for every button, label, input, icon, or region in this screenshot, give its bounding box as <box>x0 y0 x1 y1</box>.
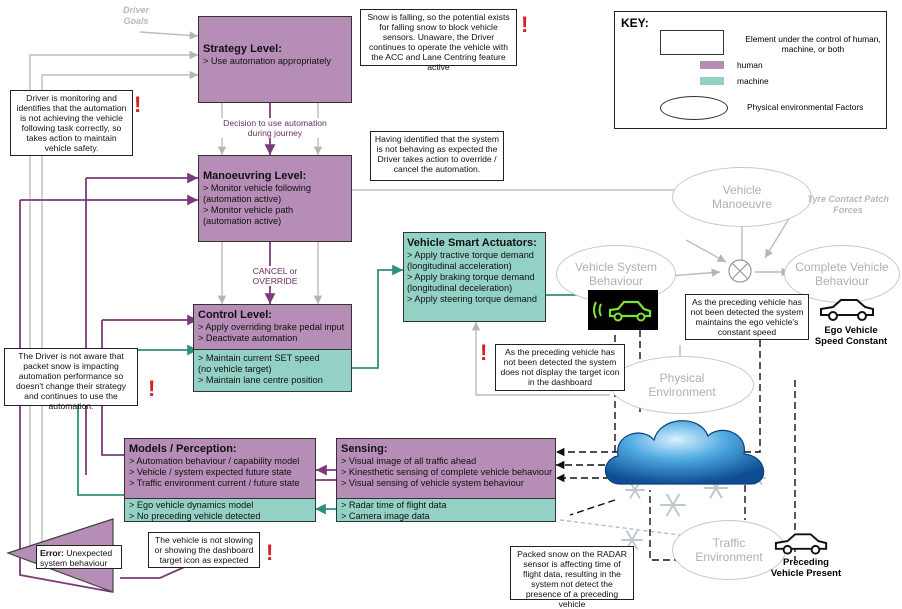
summing-junction-icon <box>728 259 752 283</box>
sensing-human-box: Sensing: > Visual image of all traffic a… <box>336 438 556 498</box>
models-machine-line: > No preceding vehicle detected <box>129 511 261 521</box>
alert-icon: ! <box>266 540 274 565</box>
car-outline-icon <box>774 533 828 555</box>
alert-icon: ! <box>134 92 142 117</box>
alert-icon: ! <box>521 12 529 37</box>
control-machine-line: > Maintain current SET speed <box>198 353 320 363</box>
models-line: > Automation behaviour / capability mode… <box>129 456 300 466</box>
key-machine-label: machine <box>737 76 769 86</box>
sensing-machine-box: > Radar time of flight data > Camera ima… <box>336 498 556 522</box>
strategy-title: Strategy Level: <box>203 43 282 55</box>
models-title: Models / Perception: <box>129 443 237 455</box>
manoeuvring-line: (automation active) <box>203 194 282 204</box>
tyre-contact-patch-forces-label: Tyre Contact Patch Forces <box>807 194 889 215</box>
callout-override: Having identified that the system is not… <box>370 131 504 181</box>
sensing-line: > Kinesthetic sensing of complete vehicl… <box>341 467 553 477</box>
physical-environment-ellipse: Physical Environment <box>610 356 754 414</box>
complete-vehicle-behaviour-ellipse: Complete Vehicle Behaviour <box>784 245 900 303</box>
manoeuvring-title: Manoeuvring Level: <box>203 170 307 182</box>
manoeuvring-line: (automation active) <box>203 216 282 226</box>
control-machine-line: > Maintain lane centre position <box>198 375 323 385</box>
sensing-title: Sensing: <box>341 443 388 455</box>
callout-no-target-icon: As the preceding vehicle has not been de… <box>495 344 625 391</box>
error-box: Error: Unexpected system behaviour <box>36 545 122 569</box>
callout-not-aware: The Driver is not aware that packet snow… <box>4 348 138 411</box>
sensing-machine-line: > Radar time of flight data <box>341 500 447 510</box>
cancel-override-label: CANCEL or OVERRIDE <box>240 266 310 286</box>
actuators-line: > Apply tractive torque demand <box>407 250 534 260</box>
control-line: > Deactivate automation <box>198 333 298 343</box>
error-title: Error: <box>40 548 64 558</box>
preceding-vehicle-label: Preceding Vehicle Present <box>770 557 842 579</box>
traffic-environment-ellipse: Traffic Environment <box>672 520 786 580</box>
strategy-line: > Use automation appropriately <box>203 56 331 66</box>
actuators-line: (longitudinal deceleration) <box>407 283 513 293</box>
manoeuvring-line: > Monitor vehicle following <box>203 183 312 193</box>
manoeuvring-level-box: Manoeuvring Level: > Monitor vehicle fol… <box>198 155 352 242</box>
key-factor-swatch <box>660 96 728 120</box>
vehicle-manoeuvre-ellipse: Vehicle Manoeuvre <box>672 167 812 227</box>
key-human-label: human <box>737 60 763 70</box>
control-line: > Apply overriding brake pedal input <box>198 322 345 332</box>
models-line: > Traffic environment current / future s… <box>129 478 300 488</box>
ego-vehicle-label: Ego Vehicle Speed Constant <box>814 325 888 347</box>
sensing-machine-line: > Camera image data <box>341 511 430 521</box>
models-line: > Vehicle / system expected future state <box>129 467 292 477</box>
key-machine-swatch <box>700 77 724 85</box>
sensing-line: > Visual image of all traffic ahead <box>341 456 477 466</box>
driver-goals-label: Driver Goals <box>122 5 149 26</box>
key-element-label: Element under the control of human, mach… <box>745 34 881 54</box>
key-human-swatch <box>700 61 724 69</box>
sensing-line: > Visual sensing of vehicle system behav… <box>341 478 524 488</box>
control-level-machine-box: > Maintain current SET speed (no vehicle… <box>193 349 352 392</box>
key-factors-label: Physical environmental Factors <box>747 102 864 112</box>
models-machine-line: > Ego vehicle dynamics model <box>129 500 254 510</box>
car-outline-icon <box>820 299 874 321</box>
vehicle-smart-actuators-box: Vehicle Smart Actuators: > Apply tractiv… <box>403 232 546 322</box>
actuators-line: > Apply braking torque demand <box>407 272 535 282</box>
actuators-line: (longitudinal acceleration) <box>407 261 512 271</box>
actuators-line: > Apply steering torque demand <box>407 294 537 304</box>
error-text: Unexpected system behaviour <box>40 548 113 568</box>
callout-snow: Snow is falling, so the potential exists… <box>360 9 517 72</box>
control-level-human-box: Control Level: > Apply overriding brake … <box>193 304 352 349</box>
cloud-icon <box>604 420 765 485</box>
key-legend: KEY: Element under the control of human,… <box>614 11 887 129</box>
key-title: KEY: <box>621 16 649 30</box>
alert-icon: ! <box>480 340 488 365</box>
callout-driver-monitoring: Driver is monitoring and identifies that… <box>10 90 133 156</box>
callout-packed-snow: Packed snow on the RADAR sensor is affec… <box>510 546 634 609</box>
strategy-level-box: Strategy Level: > Use automation appropr… <box>198 16 352 103</box>
manoeuvring-line: > Monitor vehicle path <box>203 205 294 215</box>
dashboard-display <box>588 290 658 330</box>
control-machine-line: (no vehicle target) <box>198 364 272 374</box>
callout-constant-speed: As the preceding vehicle has not been de… <box>685 294 809 340</box>
control-title: Control Level: <box>198 309 272 321</box>
models-perception-machine-box: > Ego vehicle dynamics model > No preced… <box>124 498 316 522</box>
decision-label: Decision to use automation during journe… <box>215 118 335 138</box>
models-perception-human-box: Models / Perception: > Automation behavi… <box>124 438 316 498</box>
key-element-swatch <box>660 30 724 55</box>
car-target-icon <box>593 300 652 322</box>
alert-icon: ! <box>148 376 156 401</box>
actuators-title: Vehicle Smart Actuators: <box>407 237 537 249</box>
callout-not-slowing: The vehicle is not slowing or showing th… <box>148 532 260 568</box>
